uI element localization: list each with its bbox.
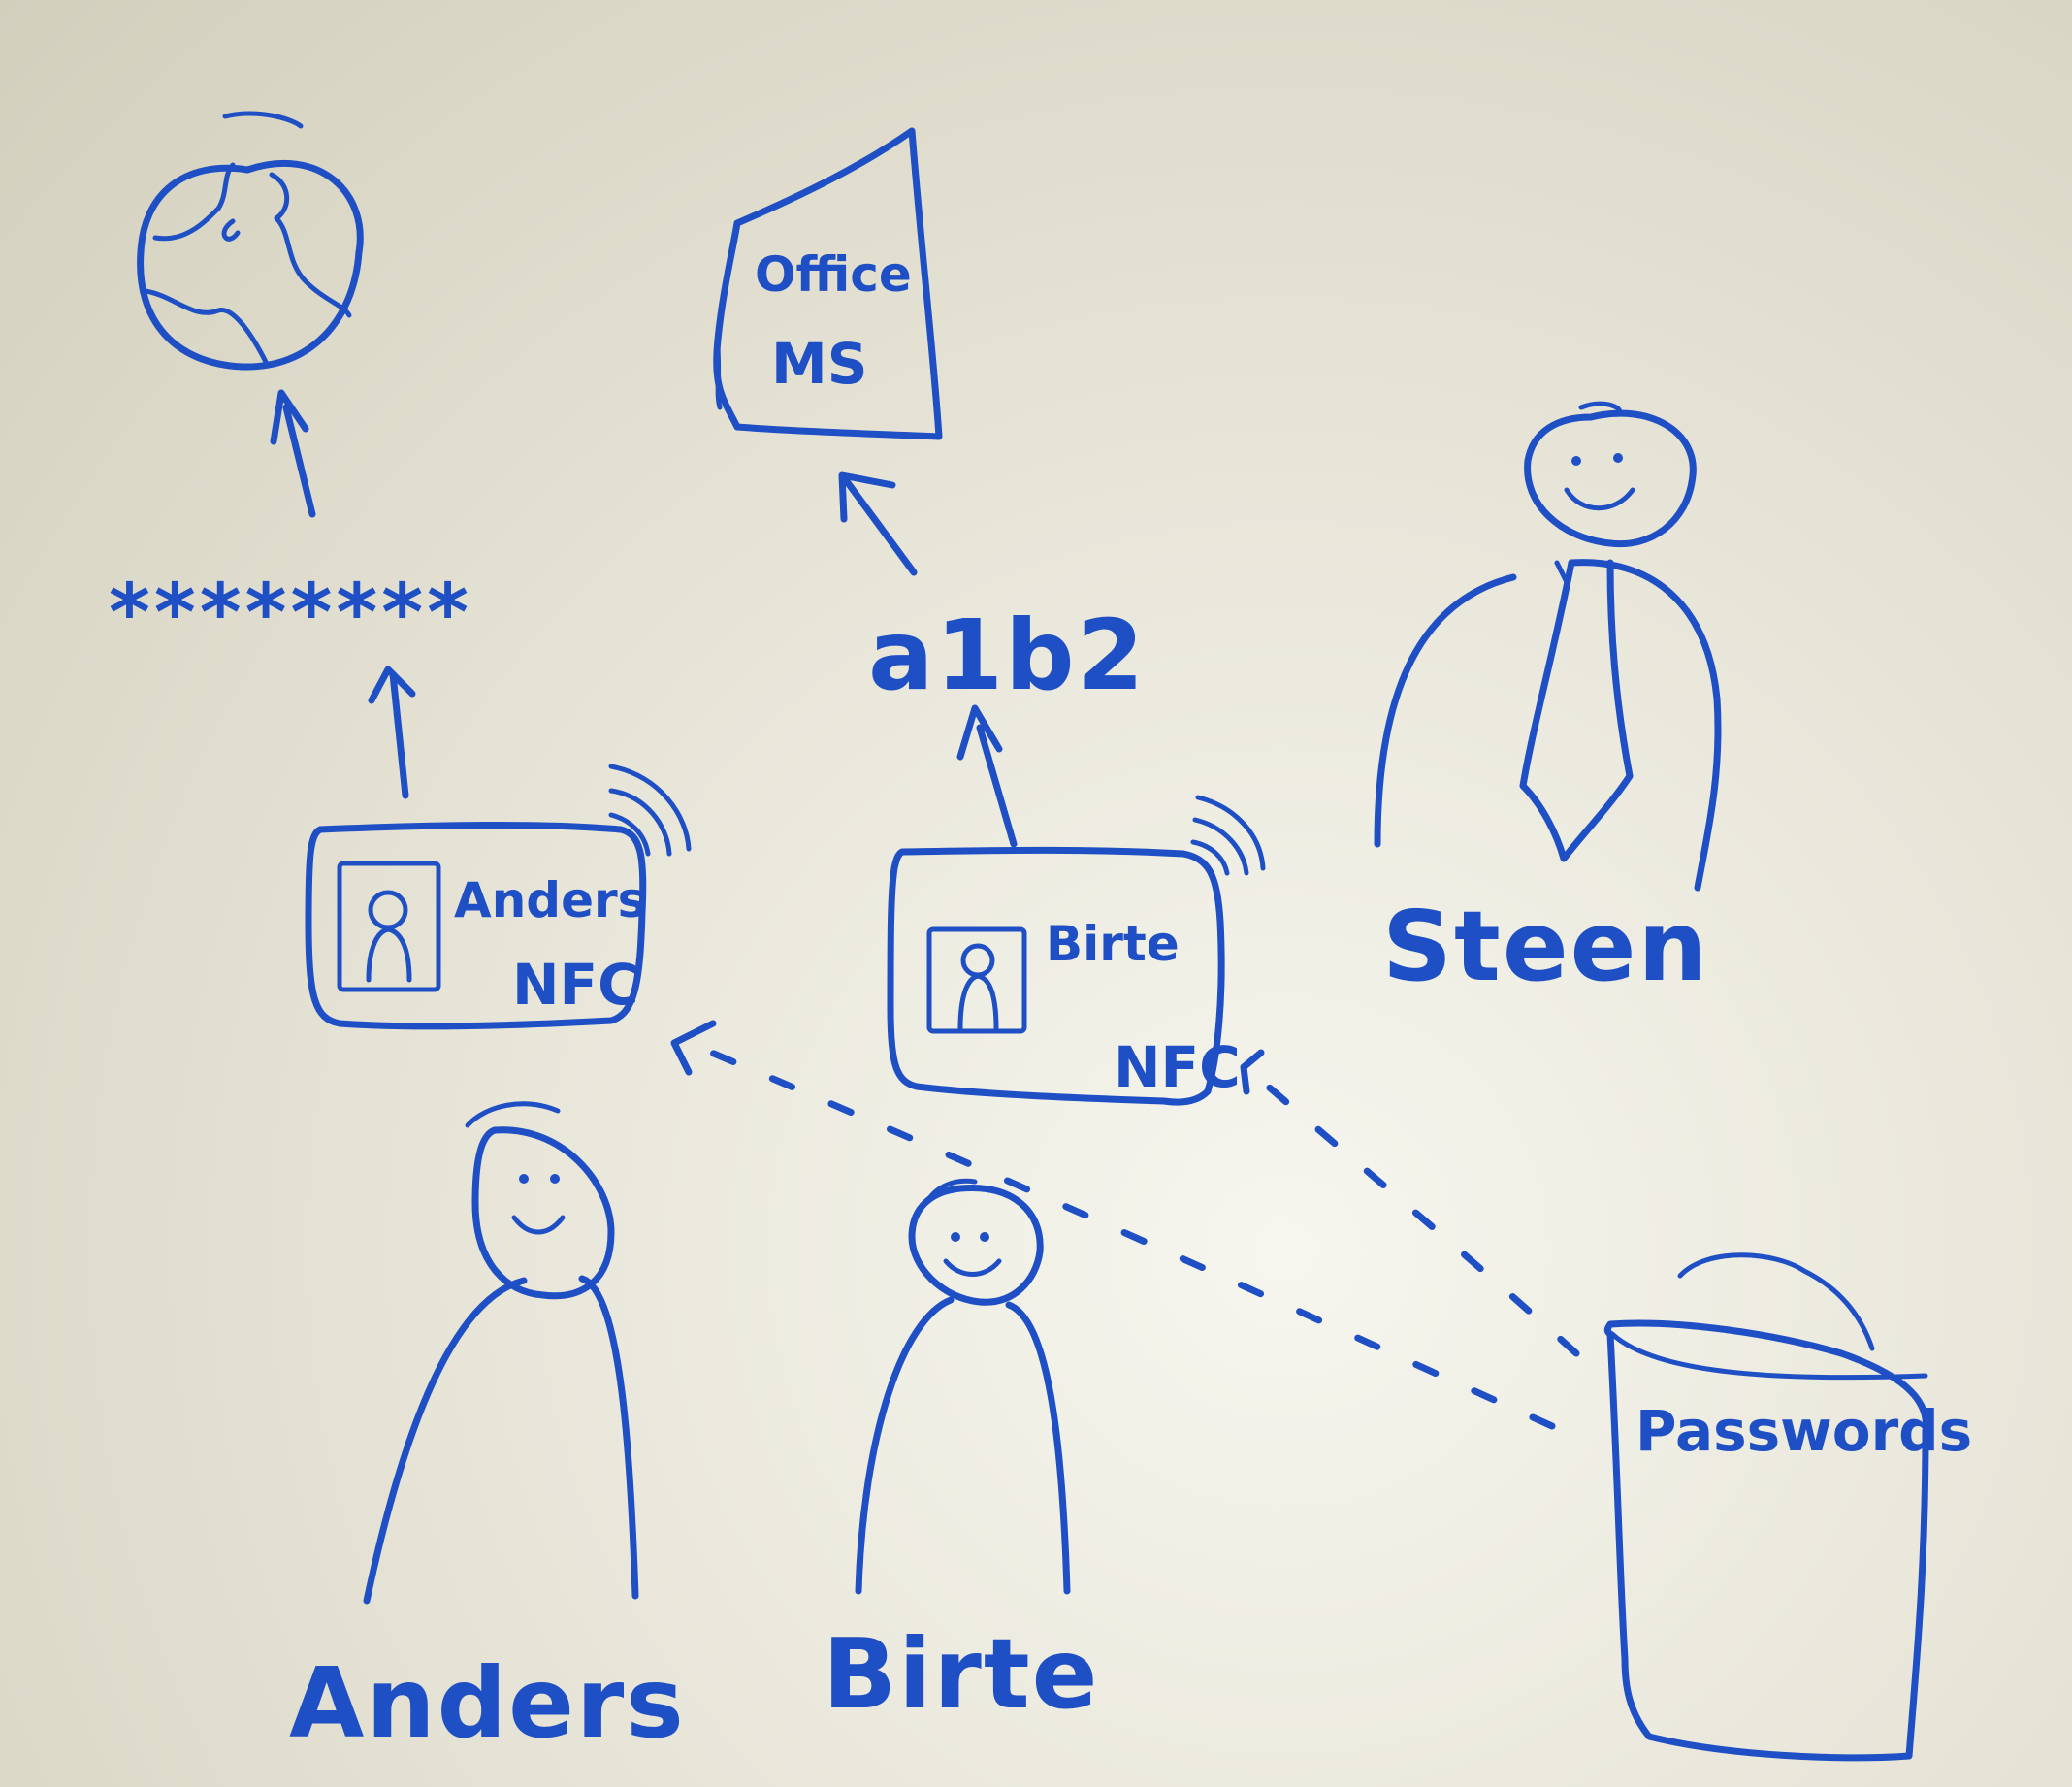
office-label-line1: Office [755, 246, 912, 303]
person-steen: Steen [1374, 401, 1722, 1003]
person-birte: Birte [823, 1178, 1099, 1731]
office-document-icon: Office MS [713, 127, 943, 440]
arrow-to-office [838, 471, 918, 576]
database-label: Passwords [1635, 1398, 1972, 1464]
generated-password: a1b2 [868, 599, 1146, 712]
person-anders: Anders [289, 1101, 686, 1760]
anders-card-name: Anders [454, 872, 646, 928]
birte-card-photo [926, 926, 1027, 1034]
anders-card-photo-head [368, 890, 408, 930]
anders-name-label: Anders [289, 1646, 686, 1760]
anders-card-photo [337, 861, 441, 992]
database-cylinder-icon [1603, 1319, 1929, 1762]
steen-name-label: Steen [1382, 890, 1709, 1003]
dashed-arrow-to-anders-card [670, 1020, 1556, 1430]
anders-card-tech: NFC [512, 952, 639, 1018]
birte-card-tech: NFC [1114, 1034, 1241, 1100]
globe-icon [137, 111, 364, 371]
wireless-signal-icon [1190, 795, 1266, 876]
birte-nfc-card: Birte NFC [887, 795, 1266, 1106]
birte-card-photo-head [960, 943, 995, 978]
masked-password: ******** [109, 568, 472, 660]
birte-card-name: Birte [1046, 916, 1180, 972]
arrow-to-masked-password [368, 666, 416, 799]
anders-nfc-card: Anders NFC [305, 764, 692, 1030]
dashed-arrow-to-birte-card [1240, 1049, 1580, 1357]
passwords-database: Passwords [1603, 1252, 1972, 1762]
arrow-to-globe [270, 389, 316, 518]
birte-name-label: Birte [823, 1617, 1099, 1731]
wireless-signal-icon [608, 764, 692, 857]
arrow-to-generated-password [956, 704, 1018, 848]
office-label-line2: MS [771, 331, 868, 397]
